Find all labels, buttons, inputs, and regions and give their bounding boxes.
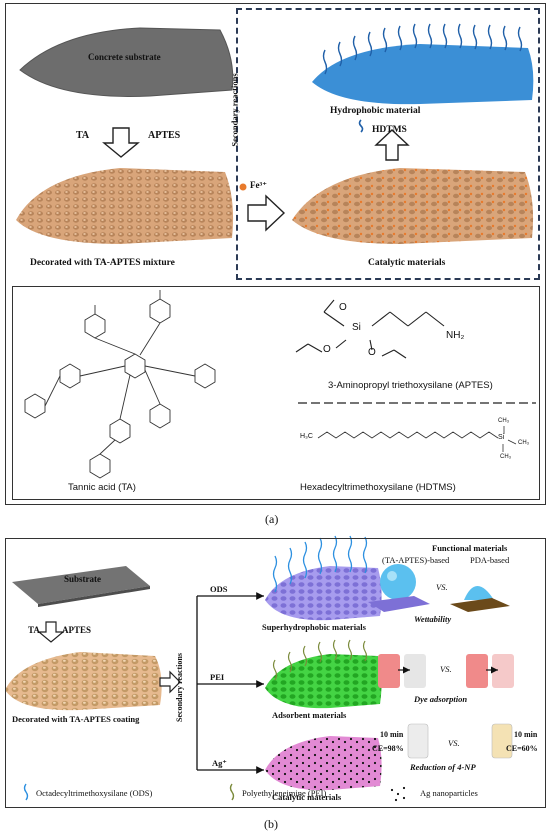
alkyl-chains-a [322, 23, 523, 75]
vs-reduction: VS. [448, 738, 460, 748]
vs-dye: VS. [440, 664, 452, 674]
chem-o-2: O [323, 344, 331, 355]
down-arrow-b [37, 621, 65, 643]
decorated-label-b: Decorated with TA-APTES coating [12, 714, 140, 724]
structures-frame [12, 286, 540, 500]
hdtms-label: HDTMS [372, 125, 407, 135]
time-right: 10 min [514, 730, 538, 739]
time-left: 10 min [380, 730, 404, 739]
catalytic-label-b: Catalytic materials [272, 792, 342, 802]
legend-ag-icon [390, 786, 406, 802]
pei-chains [272, 639, 368, 681]
reduction-label: Reduction of 4-NP [410, 762, 476, 772]
decorated-slab-b [5, 652, 162, 711]
caption-a: (a) [265, 512, 279, 526]
legend-pei-label: Polyethyleneimine (PEI) [242, 788, 327, 798]
chem-nh2: NH₂ [446, 330, 465, 341]
chem-h3c: H₃C [300, 433, 313, 440]
chem-o-3: O [368, 347, 376, 358]
right-arrow-fe [247, 194, 286, 232]
substrate-slab-b [12, 566, 150, 604]
chem-ch3-hdtms-2: CH₃ [518, 440, 530, 446]
legend-ods-label: Octadecyltrimethoxysilane (ODS) [36, 788, 153, 798]
ce-right: CE=60% [506, 744, 538, 753]
adsorbent-label: Adsorbent materials [272, 710, 347, 720]
vs-wettability: VS. [436, 582, 448, 592]
hdtms-full-name: Hexadecyltrimethoxysilane (HDTMS) [300, 482, 456, 493]
superhydrophobic-slab [265, 566, 382, 621]
right-arrow-b [159, 670, 181, 694]
chem-si-hdtms: Si [498, 434, 505, 441]
decorated-slab-a [16, 168, 234, 244]
ta-label-b: TA [28, 625, 40, 635]
wettability-left [368, 564, 430, 612]
aptes-full-name: 3-Aminopropyl triethoxysilane (APTES) [328, 380, 493, 391]
hydrophobic-label: Hydrophobic material [330, 106, 421, 116]
secondary-reactions-frame [236, 8, 540, 280]
tannic-acid-structure [24, 290, 216, 479]
dye-vials-right [466, 654, 514, 688]
concrete-substrate-label: Concrete substrate [88, 52, 161, 62]
aptes-label-b: APTES [62, 625, 92, 635]
legend-pei-icon [229, 783, 235, 801]
catalytic-label-a: Catalytic materials [368, 258, 446, 268]
tannic-acid-label: Tannic acid (TA) [68, 482, 136, 493]
ods-chains [272, 535, 368, 593]
aptes-structure [295, 299, 445, 359]
ag-label: Ag⁺ [212, 758, 227, 768]
dye-adsorption-label: Dye adsorption [414, 694, 468, 704]
hydrophobic-slab-a [312, 44, 534, 105]
np-vial-left [407, 723, 429, 759]
legend-ods-icon [23, 783, 29, 801]
panel-b-frame [5, 538, 546, 808]
wettability-label: Wettability [414, 614, 452, 624]
hdtms-chain [317, 431, 499, 439]
pei-label: PEI [210, 672, 225, 682]
ta-label-a: TA [76, 130, 90, 141]
chem-si: Si [352, 322, 361, 333]
decorated-label-a: Decorated with TA-APTES mixture [30, 258, 175, 268]
caption-b: (b) [264, 817, 278, 831]
functional-title: Functional materials [432, 543, 508, 553]
dye-vials-left [378, 654, 426, 688]
catalytic-slab-a [292, 168, 534, 244]
ods-label: ODS [210, 584, 228, 594]
chem-ch3-hdtms: CH₃ [498, 418, 510, 424]
adsorbent-slab [265, 654, 382, 709]
down-arrow-a [102, 127, 140, 158]
ce-left: CE=98% [372, 744, 404, 753]
superhydrophobic-label: Superhydrophobic materials [262, 622, 366, 632]
aptes-label-a: APTES [148, 130, 181, 141]
catalytic-slab-b [265, 736, 382, 791]
concrete-slab [20, 28, 233, 97]
np-vial-right [491, 723, 513, 759]
up-arrow-a [374, 129, 410, 161]
ta-aptes-based: (TA-APTES)-based [382, 555, 450, 565]
fe-label: Fe³⁺ [250, 180, 267, 190]
pda-based: PDA-based [470, 555, 510, 565]
substrate-label-b: Substrate [64, 574, 102, 584]
panel-a-frame [5, 3, 546, 505]
secondary-reactions-a: Secondary reactions [229, 73, 240, 147]
secondary-reactions-b: Secondary reactions [174, 653, 184, 722]
wettability-right [450, 586, 510, 612]
chem-o-1: O [339, 302, 347, 313]
legend-ag-label: Ag nanoparticles [420, 788, 478, 798]
chem-ch3-hdtms-3: CH₃ [500, 454, 512, 460]
